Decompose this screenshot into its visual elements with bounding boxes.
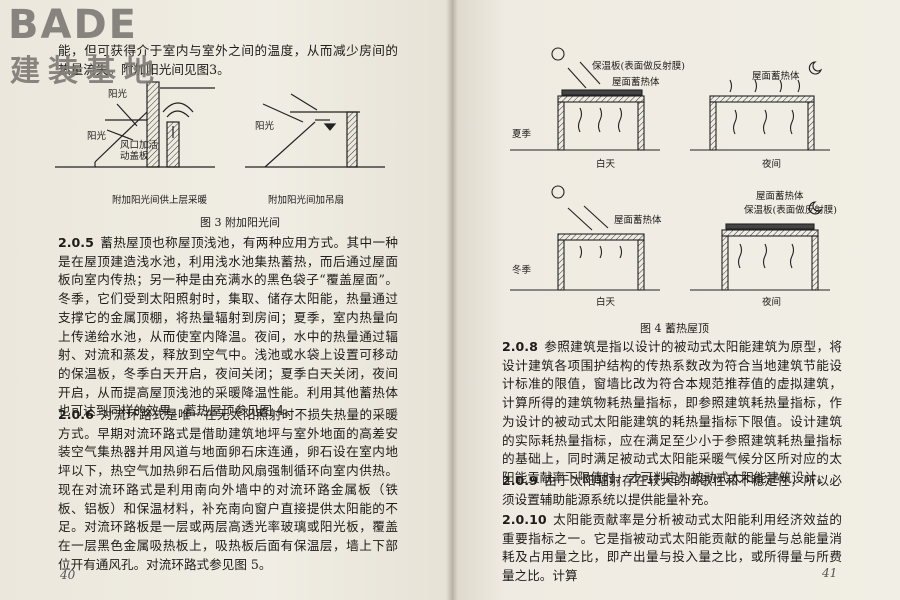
fig4-night-label-1: 夜间 [762,159,782,170]
fig3-sub-caption-b: 附加阳光间加吊扇 [268,195,345,206]
intro-paragraph: 能，但可获得介于室内与室外之间的温度，从而减少房间的热量流失。附加阳光间见图3。 [58,43,398,77]
winter-day-building [510,185,660,291]
section-number: 2.0.8 [502,339,538,354]
fig3-sub-caption-a: 附加阳光间供上层采暖 [112,195,208,206]
fig4-insul-label-2: 保温板(表面做反射膜) [744,205,837,216]
book-gutter [446,0,458,600]
figure-4-diagram [510,47,830,291]
section-text: 参照建筑是指以设计的被动式太阳能建筑为原型，将设计建筑各项围护结构的传热系数改为… [502,339,842,485]
fig4-storage-label-1: 屋面蓄热体 [612,77,660,88]
fig4-night-label-2: 夜间 [762,297,782,308]
fig4-insul-label-1: 保温板(表面做反射膜) [592,61,685,72]
fig4-day-label-2: 白天 [596,297,616,308]
fig3-left-building [55,81,215,168]
section-text: 蓄热屋顶也称屋顶浅池，有两种应用方式。其中一种是在屋顶建造浅水池，利用浅水池集热… [58,235,398,419]
winter-night-building [690,201,830,291]
fig3-right-building [245,93,385,168]
fig4-storage-label-3: 屋面蓄热体 [614,215,662,226]
brand-watermark-logo: BADE 建装基地 [8,2,178,89]
right-page [452,0,900,600]
fig4-winter-label: 冬季 [512,265,532,276]
section-number: 2.0.9 [502,473,538,488]
figure-3-diagram [55,81,385,168]
fig3-sun-label-1: 阳光 [108,89,128,100]
left-page-number: 40 [60,568,76,582]
watermark-latin: BADE [8,2,138,48]
fig3-sun-label-3: 阳光 [255,121,275,132]
fig3-caption: 图 3 附加阳光间 [200,216,280,229]
fig3-sun-label-2: 阳光 [87,131,107,142]
section-number: 2.0.6 [58,407,94,422]
watermark-cjk: 建装基地 [10,54,162,89]
fig4-storage-label-2: 屋面蓄热体 [752,71,800,82]
section-text: 太阳能贡献率是分析被动式太阳能利用经济效益的重要指标之一。它是指被动式太阳能贡献… [502,512,842,584]
fig4-storage-label-2b: 屋面蓄热体 [756,191,804,202]
section-text: 由于太阳辐射存在较大的间歇性和不稳定性，所以必须设置辅助能源系统以提供能量补充。 [502,473,842,507]
section-number: 2.0.5 [58,235,94,250]
summer-day-building [510,47,660,151]
fig4-summer-label: 夏季 [512,129,532,140]
section-text: 对流环路式是唯一在无太阳照射时不损失热量的采暖方式。早期对流环路式是借助建筑地坪… [58,407,398,572]
summer-night-building [690,61,830,151]
fig4-caption: 图 4 蓄热屋顶 [640,322,709,335]
right-page-number: 41 [822,566,838,580]
section-number: 2.0.10 [502,512,547,527]
fig4-day-label-1: 白天 [596,159,616,170]
left-page [0,0,452,600]
fig3-vent-label: 风口加活 动盖板 [120,140,159,162]
